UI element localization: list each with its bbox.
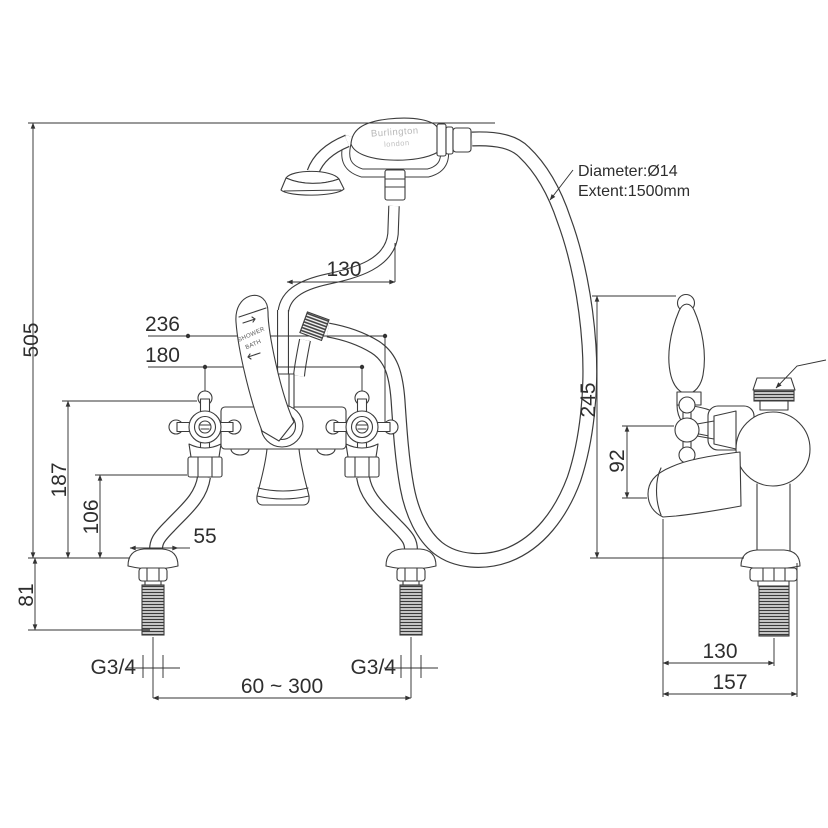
dim-106-label: 106 [80, 499, 103, 534]
dim-55-label: 55 [193, 525, 216, 548]
shower-hose [326, 131, 598, 568]
side-spout [647, 451, 742, 518]
side-shank [740, 549, 801, 666]
dim-130f-label: 130 [326, 258, 361, 281]
left-shank [127, 548, 179, 698]
dim-60-300-label: 60 ~ 300 [241, 675, 323, 698]
hose-outlet-leader [775, 359, 827, 389]
dim-thread-left: G3/4 [90, 655, 180, 679]
dim-inlet-centres: 60 ~ 300 [152, 675, 412, 701]
dim-thread-right: G3/4 [350, 655, 438, 679]
hose-connector [299, 311, 330, 342]
front-view: 236 180 [15, 117, 690, 701]
cold-handle [325, 390, 399, 478]
dim-g34-right-label: G3/4 [350, 656, 396, 679]
dim-lever-height-245: 245 [577, 295, 744, 559]
handset-head [280, 170, 345, 196]
dim-flange-55: 55 [129, 525, 217, 551]
dim-g34-left-label: G3/4 [90, 656, 136, 679]
dim-depth-157: 157 [662, 563, 798, 697]
handset-brand-city: london [384, 138, 410, 149]
dim-92-label: 92 [606, 449, 629, 472]
right-shank [385, 548, 437, 698]
dim-245-label: 245 [577, 382, 600, 417]
dim-depth-236-label: 236 [145, 313, 180, 336]
hose-note-diameter: Diameter:Ø14 [578, 163, 678, 180]
dim-tail-offset-130: 130 [662, 519, 775, 697]
dim-handle-height-187: 187 [48, 400, 197, 559]
hose-connector-tube [293, 338, 311, 377]
left-leg [149, 475, 211, 551]
side-view: 245 92 130 157 [577, 293, 827, 697]
hose-note-extent: Extent:1500mm [578, 183, 690, 200]
side-handle [674, 396, 737, 464]
hot-handle [168, 390, 242, 478]
handset-brand-text: Burlington [371, 125, 419, 139]
spout [256, 448, 310, 506]
handset-grip: Burlington london [350, 117, 472, 161]
cradle-bracket [384, 169, 406, 201]
dim-handle-spout-92: 92 [606, 425, 674, 499]
cradle-swan-neck-tube [277, 205, 400, 317]
dim-spout-height-106: 106 [80, 474, 187, 559]
shower-handset: Burlington london [280, 117, 472, 201]
handset-neck [306, 134, 350, 175]
side-column [756, 483, 791, 553]
hose-note: Diameter:Ø14 Extent:1500mm [549, 163, 690, 201]
dim-handle-centres-label: 180 [145, 344, 180, 367]
dim-below-deck-81: 81 [15, 557, 150, 631]
dim-187-label: 187 [48, 462, 71, 497]
dim-157-label: 157 [712, 671, 747, 694]
right-leg [356, 475, 418, 551]
dim-505-label: 505 [20, 322, 43, 357]
dim-riser-offset-130: 130 [286, 243, 396, 285]
diverter-lever: SHOWER BATH [235, 294, 295, 442]
dim-130s-label: 130 [702, 640, 737, 663]
dim-81-label: 81 [15, 583, 38, 606]
dim-overall-height-505: 505 [20, 122, 495, 559]
